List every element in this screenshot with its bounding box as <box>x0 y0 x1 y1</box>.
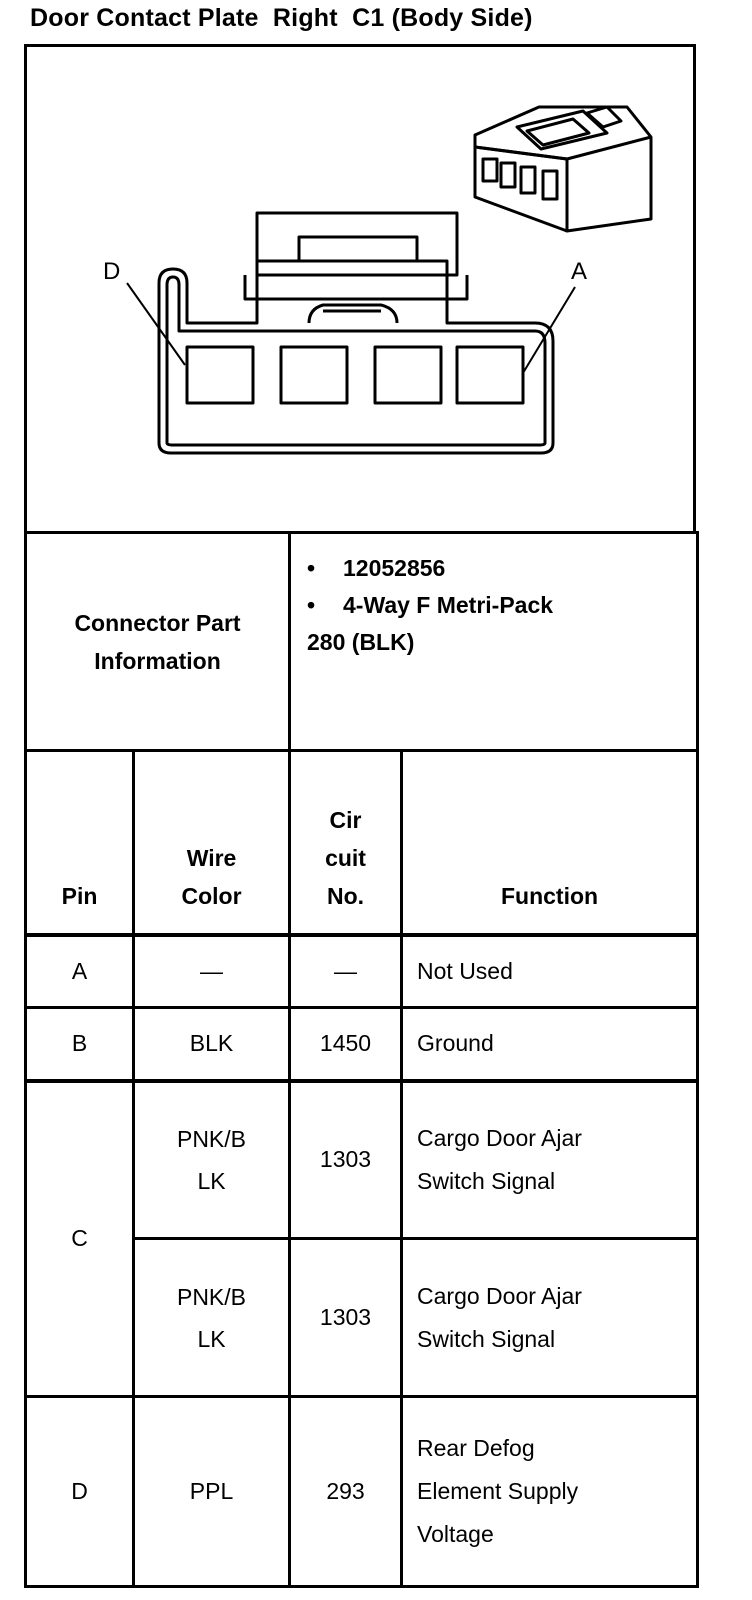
connector-illustration: D A <box>24 44 696 532</box>
connector-face <box>126 211 576 455</box>
table-row: B BLK 1450 Ground <box>24 1006 700 1082</box>
pin-cell: D <box>24 1395 135 1588</box>
function-cell: Not Used <box>400 932 700 1009</box>
part-number: 12052856 <box>343 555 446 581</box>
wire-color-cell: — <box>131 932 292 1009</box>
pin-cell: A <box>24 932 135 1009</box>
connector-3d-icon <box>473 105 653 233</box>
connector-drawing: D A <box>103 105 653 455</box>
circuit-cell: 1450 <box>288 1006 404 1082</box>
pinout-table: Connector Part Information •12052856 •4-… <box>23 531 700 1588</box>
wire-color-cell: PPL <box>131 1395 292 1588</box>
circuit-cell: — <box>288 932 404 1009</box>
connector-info-row: Connector Part Information •12052856 •4-… <box>23 531 700 752</box>
pin-cell: C <box>24 1078 135 1398</box>
pin-cell: B <box>24 1006 135 1082</box>
part-description: 4-Way F Metri-Pack <box>343 592 554 618</box>
function-cell: Ground <box>400 1006 700 1082</box>
col-header-function: Function <box>400 749 700 936</box>
pin-label-a: A <box>571 258 587 285</box>
circuit-cell: 1303 <box>288 1078 404 1240</box>
page-title: Door Contact Plate Right C1 (Body Side) <box>30 4 533 32</box>
circuit-cell: 293 <box>288 1395 404 1588</box>
wire-color-cell: BLK <box>131 1006 292 1082</box>
circuit-cell: 1303 <box>288 1237 404 1398</box>
col-header-pin: Pin <box>24 749 135 936</box>
connector-part-details: •12052856 •4-Way F Metri-Pack 280 (BLK) <box>288 531 700 752</box>
connector-part-label: Connector Part Information <box>23 531 292 752</box>
table-row: A — — Not Used <box>24 932 700 1009</box>
pin-label-d: D <box>103 258 120 285</box>
